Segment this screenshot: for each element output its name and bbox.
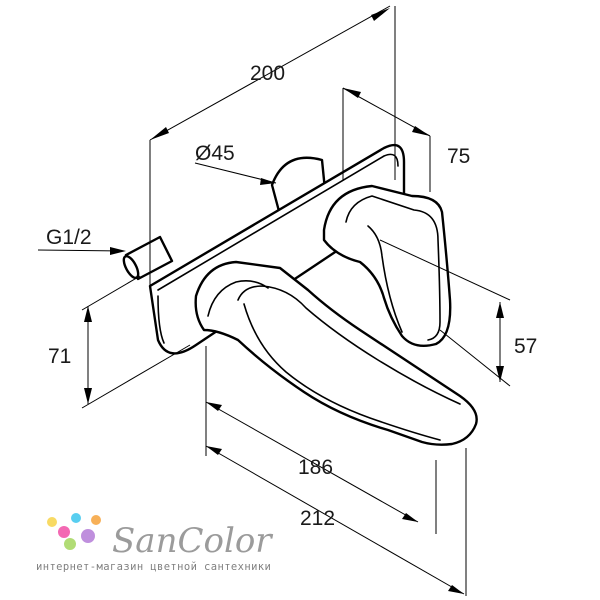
logo-dot bbox=[64, 538, 76, 550]
dim-212-label: 212 bbox=[300, 507, 335, 530]
dim-71-label: 71 bbox=[48, 345, 71, 368]
dim-diameter-label: Ø45 bbox=[195, 142, 235, 165]
spout bbox=[194, 260, 478, 446]
logo-dot bbox=[58, 526, 70, 538]
logo-tagline: интернет-магазин цветной сантехники bbox=[36, 561, 271, 573]
logo-dot bbox=[71, 513, 81, 523]
dim-186-label: 186 bbox=[298, 456, 333, 479]
dim-75-label: 75 bbox=[447, 145, 470, 168]
faucet-illustration bbox=[122, 143, 478, 446]
g12-connector bbox=[122, 235, 174, 281]
logo-dot bbox=[47, 517, 57, 527]
logo-dots bbox=[47, 513, 101, 550]
sancolor-logo: SanColor интернет-магазин цветной сантех… bbox=[36, 513, 273, 573]
logo-dot bbox=[81, 529, 95, 543]
logo-dot bbox=[91, 515, 101, 525]
lever-handle bbox=[322, 184, 452, 347]
dim-57-label: 57 bbox=[514, 335, 537, 358]
dimension-lines bbox=[37, 5, 511, 596]
dim-200-label: 200 bbox=[250, 62, 285, 85]
logo-wordmark: SanColor bbox=[112, 521, 273, 561]
dim-thread-label: G1/2 bbox=[46, 226, 92, 249]
